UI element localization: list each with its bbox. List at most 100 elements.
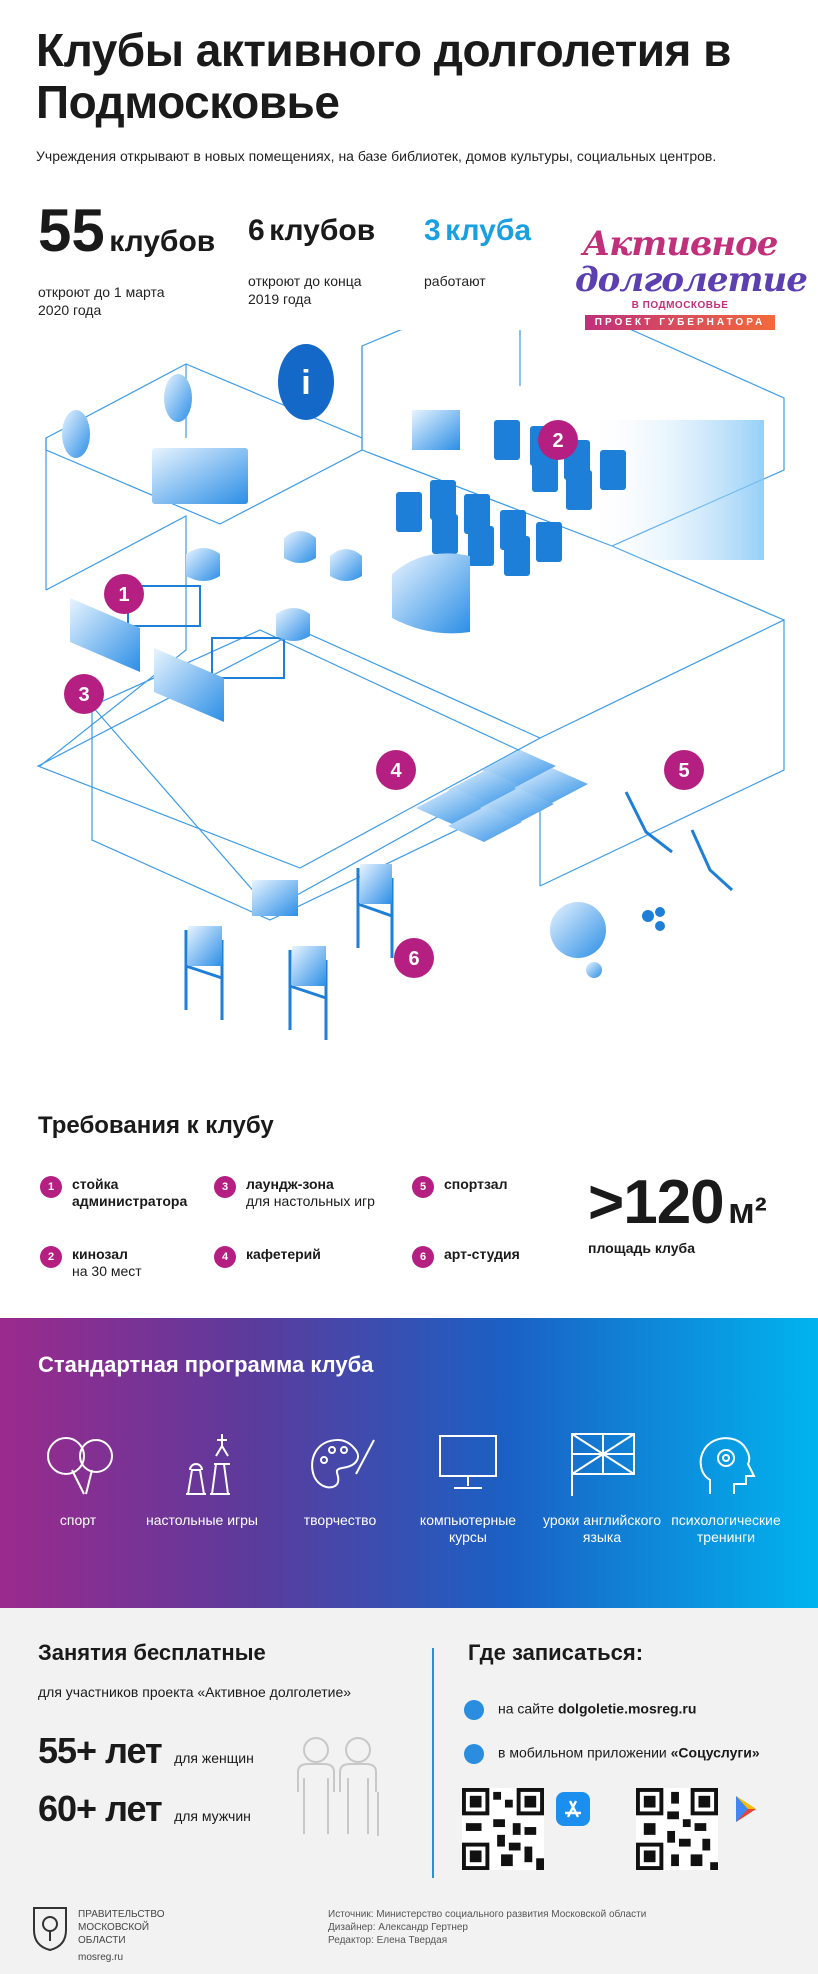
bullet-icon [464, 1744, 484, 1764]
furniture: i [62, 344, 734, 1040]
chess-icon [186, 1434, 230, 1495]
zone-3-marker: 3 [78, 684, 89, 706]
requirement-item: 1 стойка администратора [40, 1176, 210, 1210]
app-prefix: в мобильном приложении [498, 1744, 667, 1761]
requirement-name: кафетерий [246, 1246, 321, 1262]
women-age-label: для женщин [174, 1750, 254, 1766]
google-play-icon[interactable] [728, 1792, 762, 1826]
women-age: 55+ лет для женщин [38, 1730, 254, 1772]
section-divider [432, 1648, 434, 1878]
app-store-icon[interactable] [556, 1792, 590, 1826]
requirement-number: 3 [214, 1176, 236, 1198]
men-age: 60+ лет для мужчин [38, 1788, 251, 1830]
stat-3-clubs: 3 клуба работают [424, 200, 544, 290]
stat-unit: клубов [269, 214, 376, 247]
women-age-value: 55+ лет [38, 1730, 163, 1771]
program-title: Стандартная программа клуба [38, 1352, 374, 1377]
signup-app: в мобильном приложении «Соцуслуги» [464, 1744, 760, 1764]
free-subtitle: для участников проекта «Активное долголе… [38, 1684, 352, 1700]
program-label: психологические тренинги [671, 1512, 781, 1545]
stat-number: 6 [248, 214, 265, 247]
stat-55-clubs: 55 клубов откроют до 1 марта 2020 года [38, 200, 215, 319]
stat-number: 3 [424, 214, 441, 247]
footer: ПРАВИТЕЛЬСТВО МОСКОВСКОЙ ОБЛАСТИ mosreg.… [30, 1904, 165, 1963]
program-item: компьютерные курсы [408, 1430, 528, 1546]
logo-line-1: Активное [582, 224, 779, 264]
requirement-name: спортзал [444, 1176, 508, 1192]
bullet-icon [464, 1700, 484, 1720]
program-item: психологические тренинги [666, 1430, 786, 1546]
club-floorplan-illustration: i [36, 330, 785, 1040]
requirement-name: стойка администратора [72, 1176, 188, 1209]
area-unit: м² [728, 1190, 767, 1231]
program-item: творчество [280, 1430, 400, 1529]
men-age-label: для мужчин [174, 1808, 251, 1824]
program-label: уроки английского языка [542, 1512, 662, 1545]
area-value: >120 [588, 1168, 725, 1237]
designer-credit: Дизайнер: Александр Гертнер [328, 1922, 468, 1933]
requirements-title: Требования к клубу [38, 1112, 274, 1139]
requirement-detail: для настольных игр [246, 1193, 375, 1209]
program-item: спорт [18, 1430, 138, 1529]
program-label: компьютерные курсы [419, 1512, 517, 1545]
signup-site: на сайте dolgoletie.mosreg.ru [464, 1700, 696, 1720]
requirement-number: 1 [40, 1176, 62, 1198]
info-icon: i [301, 364, 310, 402]
requirement-item: 5 спортзал [412, 1176, 562, 1198]
qr-code-app-store[interactable] [462, 1788, 544, 1870]
source-credit: Источник: Министерство социального разви… [328, 1909, 647, 1920]
computer-icon [439, 1435, 497, 1489]
site-link[interactable]: dolgoletie.mosreg.ru [557, 1700, 697, 1717]
page-subtitle: Учреждения открывают в новых помещениях,… [36, 148, 717, 164]
requirement-number: 5 [412, 1176, 434, 1198]
zone-2-marker: 2 [552, 430, 563, 452]
zone-5-marker: 5 [678, 760, 689, 782]
requirement-item: 6 арт-студия [412, 1246, 562, 1268]
stat-caption: откроют до 1 марта 2020 года [38, 284, 165, 318]
app-name: «Соцуслуги» [670, 1744, 760, 1761]
site-prefix: на сайте [498, 1700, 555, 1717]
requirement-name: лаундж-зона [246, 1176, 334, 1192]
stat-number: 55 [38, 197, 105, 264]
screen-wall [584, 420, 764, 560]
stat-caption: работают [424, 273, 486, 289]
zone-4-marker: 4 [390, 760, 402, 782]
program-band: Стандартная программа клуба спорт настол… [0, 1318, 818, 1608]
gov-site-link[interactable]: mosreg.ru [78, 1952, 124, 1963]
men-age-value: 60+ лет [38, 1788, 163, 1829]
stat-caption: откроют до конца 2019 года [248, 273, 362, 307]
active-longevity-logo: Активное долголетие В ПОДМОСКОВЬЕ ПРОЕКТ… [575, 224, 808, 330]
requirement-name: арт-студия [444, 1246, 520, 1262]
gov-line-1: ПРАВИТЕЛЬСТВО [78, 1909, 165, 1920]
qr-code-google-play[interactable] [636, 1788, 718, 1870]
head-gear-icon [699, 1437, 756, 1494]
free-title: Занятия бесплатные [38, 1640, 266, 1665]
area-caption: площадь клуба [588, 1240, 695, 1256]
government-credit: ПРАВИТЕЛЬСТВО МОСКОВСКОЙ ОБЛАСТИ mosreg.… [78, 1908, 165, 1964]
logo-line-3: В ПОДМОСКОВЬЕ [631, 300, 729, 311]
club-area: >120 м² площадь клуба [588, 1168, 767, 1257]
elderly-couple-icon [297, 1737, 379, 1836]
logo-line-4: ПРОЕКТ ГУБЕРНАТОРА [584, 315, 776, 330]
logo-line-2: долголетие [575, 260, 808, 300]
editor-credit: Редактор: Елена Твердая [328, 1935, 448, 1946]
program-label: настольные игры [146, 1512, 258, 1528]
requirement-number: 4 [214, 1246, 236, 1268]
stat-unit: клубов [109, 225, 216, 258]
palette-icon [311, 1438, 375, 1489]
requirement-number: 6 [412, 1246, 434, 1268]
program-label: творчество [303, 1512, 377, 1528]
page-title: Клубы активного долголетия в Подмосковье [36, 24, 731, 128]
zone-1-marker: 1 [118, 584, 129, 606]
where-title: Где записаться: [468, 1640, 644, 1665]
stat-unit: клуба [445, 214, 532, 247]
program-item: настольные игры [142, 1430, 262, 1529]
program-label: спорт [59, 1512, 97, 1528]
requirement-name: кинозал [72, 1246, 128, 1262]
credits: Источник: Министерство социального разви… [328, 1908, 646, 1947]
ping-pong-icon [47, 1437, 113, 1495]
zone-6-marker: 6 [408, 948, 419, 970]
uk-flag-icon [571, 1433, 635, 1496]
